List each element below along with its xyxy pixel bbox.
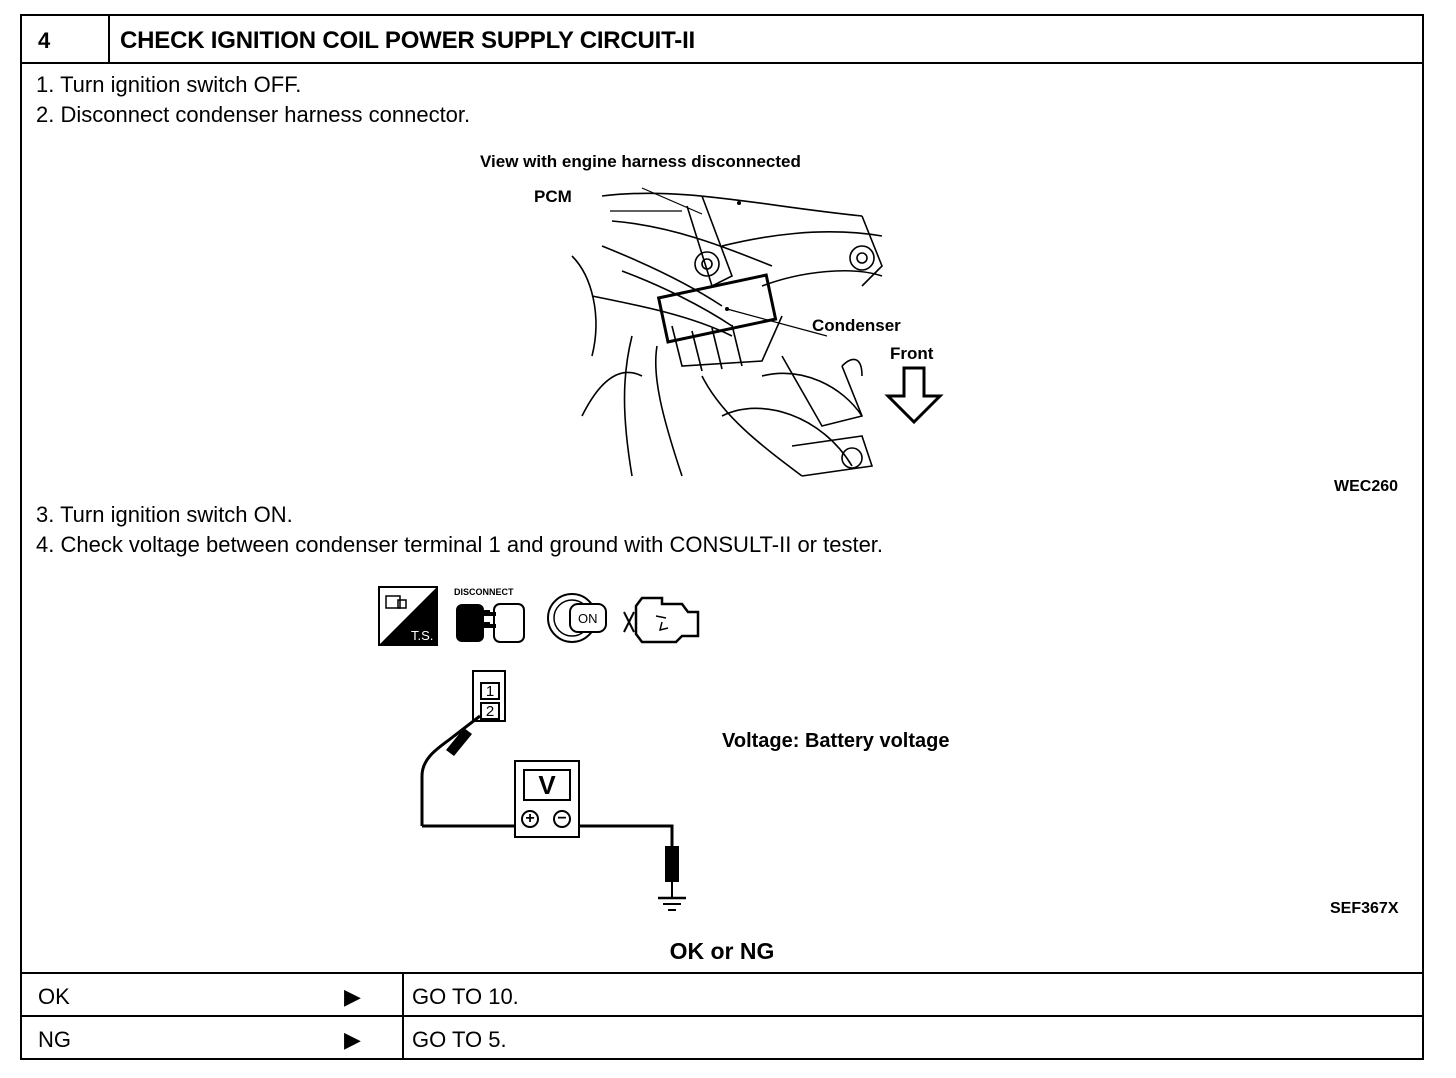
front-label: Front (890, 344, 934, 363)
instruction-step-2: 2. Disconnect condenser harness connecto… (36, 102, 471, 127)
table-header: 4 CHECK IGNITION COIL POWER SUPPLY CIRCU… (22, 16, 1422, 64)
result-row-ok: OK ▶ GO TO 10. (22, 972, 1422, 1015)
terminal-1: 1 (480, 682, 500, 700)
arrow-right-icon: ▶ (344, 984, 361, 1009)
connector: 1 2 (472, 670, 506, 722)
procedure-table: 4 CHECK IGNITION COIL POWER SUPPLY CIRCU… (20, 14, 1424, 1060)
voltage-spec: Voltage: Battery voltage (722, 730, 950, 752)
instruction-step-4: 4. Check voltage between condenser termi… (36, 532, 884, 557)
svg-text:T.S.: T.S. (411, 628, 433, 643)
figure1-code: WEC260 (1334, 478, 1399, 495)
row-divider (402, 1017, 404, 1058)
result-row-ng: NG ▶ GO TO 5. (22, 1015, 1422, 1058)
arrow-right-icon: ▶ (344, 1027, 361, 1052)
disconnect-icon: DISCONNECT (454, 587, 525, 643)
header-divider (108, 16, 110, 62)
instruction-step-1: 1. Turn ignition switch OFF. (36, 72, 302, 97)
condenser-label: Condenser (812, 316, 901, 335)
voltmeter-display: V (523, 769, 571, 801)
step-title: CHECK IGNITION COIL POWER SUPPLY CIRCUIT… (120, 27, 696, 54)
engine-harness-illustration (571, 187, 883, 477)
negative-terminal-icon: − (553, 810, 571, 828)
row-divider (402, 974, 404, 1015)
terminal-2-label: 2 (485, 703, 495, 720)
voltmeter-label: V (538, 770, 556, 800)
voltmeter-wiring (420, 714, 686, 911)
positive-terminal-icon: + (521, 810, 539, 828)
svg-text:ON: ON (578, 611, 598, 626)
step-number: 4 (38, 28, 51, 53)
ts-icon: T.S. (378, 586, 438, 646)
front-arrow-icon (884, 366, 944, 425)
pcm-label: PCM (534, 187, 572, 206)
ignition-on-icon: ON (547, 593, 607, 643)
result-ng-action: GO TO 5. (412, 1027, 507, 1052)
voltmeter: V + − (514, 760, 580, 838)
result-ok-action: GO TO 10. (412, 984, 519, 1009)
result-ng-label: NG (38, 1027, 71, 1052)
figure2-code: SEF367X (1330, 900, 1399, 917)
instruction-step-3: 3. Turn ignition switch ON. (36, 502, 293, 527)
engine-off-icon (623, 596, 700, 644)
terminal-2: 2 (480, 702, 500, 720)
result-ok-label: OK (38, 984, 70, 1009)
figure1-caption: View with engine harness disconnected (480, 152, 801, 171)
terminal-1-label: 1 (485, 683, 495, 700)
result-prompt: OK or NG (669, 938, 775, 964)
svg-text:DISCONNECT: DISCONNECT (454, 587, 514, 597)
